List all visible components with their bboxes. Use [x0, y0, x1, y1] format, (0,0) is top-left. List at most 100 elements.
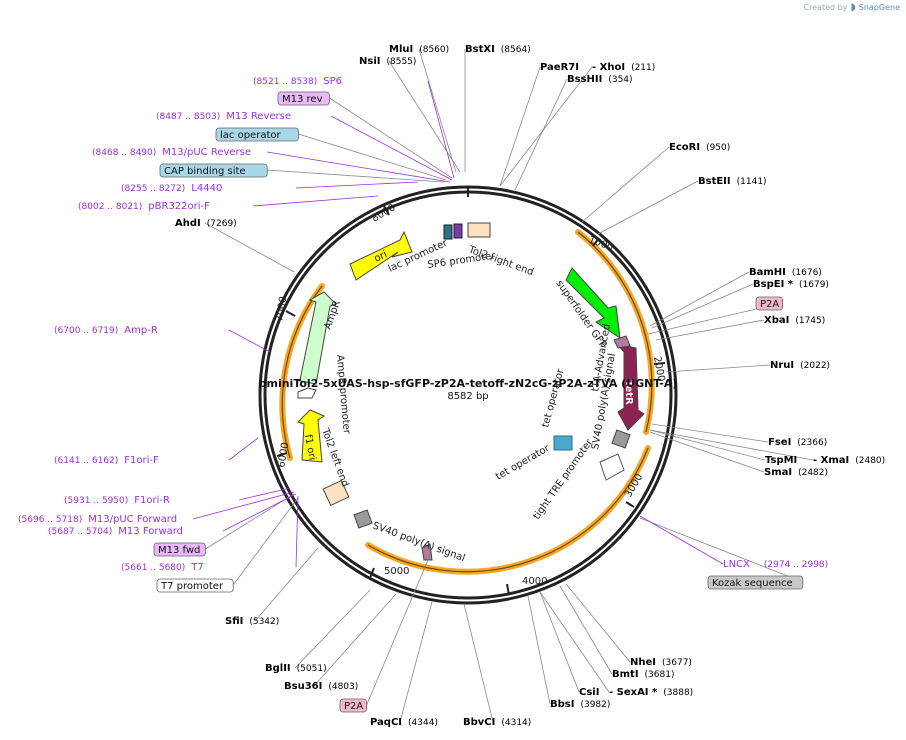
primer-range: (5931 .. 5950) [64, 496, 128, 506]
primer-leader-line [295, 495, 299, 568]
plasmid-length: 8582 bp [447, 391, 488, 402]
enzyme-leader-line [649, 431, 765, 473]
enzyme-name: SfiI [225, 616, 243, 627]
enzyme-name: PaeR7I [540, 62, 579, 73]
enzyme-leader-line [294, 589, 371, 669]
primer-range: (2974 .. 2998) [764, 560, 828, 570]
primer-name: M13/pUC Reverse [162, 147, 251, 158]
enzyme-label: EcoRI (950) [669, 142, 730, 153]
enzyme-leader-line [418, 48, 457, 173]
enzyme-position: (4803) [328, 682, 358, 692]
inner-feature-label: SV40 poly(A) signal [371, 520, 467, 564]
tick-label: 7000 [274, 296, 289, 323]
enzyme-position: (354) [608, 75, 632, 85]
enzyme-name: - XmaI [813, 455, 849, 466]
primer-name: L4440 [191, 183, 222, 194]
enzyme-label: AhdI (7269) [175, 218, 237, 229]
enzyme-leader-line [499, 66, 593, 187]
tight-tre-mark [599, 453, 625, 481]
enzyme-leader-line [527, 595, 551, 705]
primer-label: (8255 .. 8272) L4440 [121, 183, 222, 194]
primer-label: (5931 .. 5950)F1ori-R [64, 495, 170, 506]
enzyme-leader-line [649, 271, 750, 327]
primer-range: (8255 .. 8272) [121, 184, 185, 194]
enzyme-position: (8560) [419, 45, 449, 55]
enzyme-name: - XhoI [592, 62, 625, 73]
p2a-mark-2 [613, 335, 631, 349]
primer-label: (6700 .. 6719) Amp-R [54, 325, 158, 336]
primer-label: (6141 .. 6162) F1ori-F [54, 455, 159, 466]
sv40-mark-1 [353, 509, 373, 529]
enzyme-name: EcoRI [669, 142, 700, 153]
primer-label: (5661 .. 5680)T7 [121, 562, 204, 573]
primer-name: F1ori-F [124, 455, 159, 466]
enzyme-name: AhdI [175, 218, 201, 229]
enzyme-leader-line [649, 429, 766, 461]
feature-box-label: lac operator [220, 130, 281, 141]
feature-box-label: CAP binding site [164, 166, 246, 177]
primer-label: (8487 .. 8503)M13 Reverse [156, 111, 291, 122]
enzyme-label: XbaI(1745) [764, 315, 825, 326]
primer-leader-line [295, 181, 419, 189]
primer-name: M13 Reverse [226, 111, 291, 122]
enzyme-position: (1745) [795, 316, 825, 326]
primer-range: (5687 .. 5704) [48, 527, 112, 537]
enzyme-leader-line [499, 66, 541, 187]
enzyme-position: (1679) [799, 280, 829, 290]
primer-range: (6141 .. 6162) [54, 456, 118, 466]
superfolder-gfp-feature [565, 267, 621, 340]
enzyme-position: (7269) [207, 219, 237, 229]
feature-box-label: P2A [344, 701, 363, 712]
inner-feature-label: f1 ori [302, 434, 317, 462]
enzyme-leader-line [539, 591, 580, 693]
enzyme-position: (5051) [297, 664, 327, 674]
inner-feature-label: SP6 promoter [427, 250, 497, 271]
box-leader-line [267, 169, 445, 183]
enzyme-position: (2482) [798, 468, 828, 478]
enzyme-name: - SexAI * [609, 687, 658, 698]
snapgene-logo-icon: ◗ [850, 2, 856, 13]
enzyme-leader-line [254, 547, 319, 622]
primer-label: LNCX (2974 .. 2998) [723, 559, 828, 570]
enzyme-name: BglII [265, 663, 291, 674]
enzyme-position: (2022) [800, 361, 830, 371]
enzyme-label: SmaI(2482) [764, 467, 828, 478]
enzyme-name: PaqCI [370, 717, 402, 728]
primer-leader-line [639, 515, 724, 565]
teta-feature [615, 343, 645, 431]
p2a-mark-1 [421, 543, 433, 561]
primer-leader-line [222, 493, 297, 532]
box-leader-line [232, 497, 299, 586]
box-leader-line [329, 97, 453, 179]
enzyme-position: (8555) [386, 57, 416, 67]
enzyme-label: NruI(2022) [770, 360, 830, 371]
primer-label: (8002 .. 8021)pBR322ori-F [78, 201, 210, 212]
primer-range: (6700 .. 6719) [54, 326, 118, 336]
ori-feature [349, 230, 413, 281]
enzyme-leader-line [651, 423, 769, 443]
primer-leader-line [330, 115, 453, 181]
tick-label: 5000 [384, 566, 409, 577]
enzyme-position: (2480) [855, 456, 885, 466]
enzyme-name: BbsI [550, 699, 574, 710]
enzyme-leader-line [565, 583, 631, 663]
feature-box [707, 575, 804, 590]
enzyme-label: NheI(3677) [630, 657, 692, 668]
enzyme-leader-line [665, 364, 771, 373]
enzyme-name: BbvCI [463, 717, 495, 728]
enzyme-position: (3888) [663, 688, 693, 698]
enzyme-position: (950) [706, 143, 730, 153]
enzyme-name: BssHII [567, 74, 602, 85]
primer-name: Amp-R [124, 325, 158, 336]
primer-range: (8521 .. 8538) [253, 77, 317, 87]
inner-feature-label: Tol2 left end [319, 426, 351, 488]
enzyme-leader-line [581, 146, 670, 223]
enzyme-position: (4314) [501, 718, 531, 728]
primer-name: SP6 [323, 76, 342, 87]
enzyme-leader-line [539, 591, 610, 693]
enzyme-position: (3982) [580, 700, 610, 710]
enzyme-position: (5342) [249, 617, 279, 627]
primer-name: LNCX [723, 559, 750, 570]
enzyme-leader-line [313, 593, 397, 687]
primer-range: (5696 .. 5718) [18, 515, 82, 525]
